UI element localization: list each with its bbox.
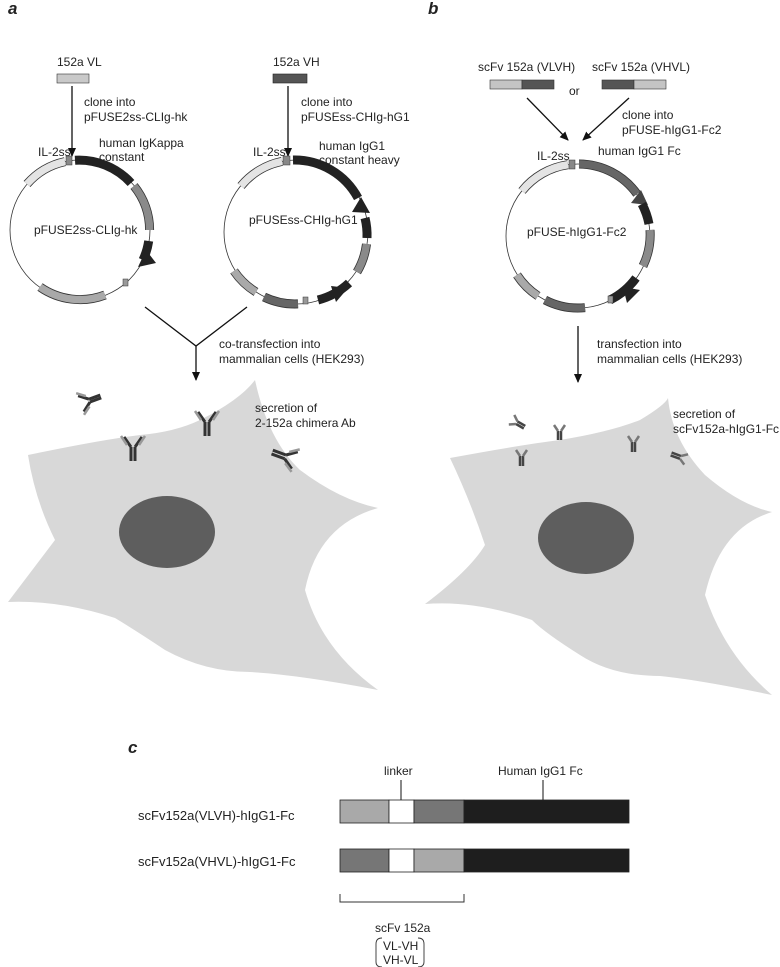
scfv-vhvl: VH-VL — [383, 953, 419, 967]
scfv-fc-b3 — [514, 449, 529, 466]
trans-line1: transfection into — [597, 337, 682, 351]
secretion-b-line1: secretion of — [673, 407, 736, 421]
scfv-vhvl-label: scFv 152a (VHVL) — [592, 60, 690, 74]
plasmid-right-name: pFUSEss-CHIg-hG1 — [249, 213, 358, 227]
kappa-line1: human IgKappa — [99, 136, 184, 150]
scfv-vlvh-vl — [489, 79, 523, 90]
construct-row2 — [339, 848, 630, 873]
antibody-a2 — [119, 435, 147, 461]
scfv-vlvh-vh — [521, 79, 555, 90]
igg1-line1: human IgG1 — [319, 139, 385, 153]
clone-b-line2: pFUSE-hIgG1-Fc2 — [622, 123, 722, 137]
il2ss-left: IL-2ss — [38, 145, 71, 159]
clone-left-line2: pFUSE2ss-CLIg-hk — [84, 110, 188, 124]
antibody-a3 — [193, 410, 221, 436]
linker-label: linker — [384, 764, 413, 778]
plasmid-b — [505, 159, 655, 313]
cotrans-line1: co-transfection into — [219, 337, 321, 351]
vl-gene-block — [56, 73, 90, 84]
antibody-a1 — [75, 392, 102, 416]
il2ss-right: IL-2ss — [253, 145, 286, 159]
scfv-fc-b5 — [670, 451, 689, 466]
scfv-vlvh: VL-VH — [383, 939, 418, 953]
igg1-line2: constant heavy — [319, 153, 400, 167]
secretion-a-line1: secretion of — [255, 401, 318, 415]
plasmid-right — [223, 155, 372, 309]
secretion-a-line2: 2-152a chimera Ab — [255, 416, 356, 430]
scfv-fc-b4 — [626, 435, 641, 452]
scfv-fc-b1 — [508, 414, 526, 430]
secretion-b-line2: scFv152a-hIgG1-Fc — [673, 422, 779, 436]
trans-line2: mammalian cells (HEK293) — [597, 352, 742, 366]
antibody-a4 — [270, 448, 301, 473]
panel-c-label: c — [128, 738, 138, 757]
vl-label: 152a VL — [57, 55, 102, 69]
construct-row1-label: scFv152a(VLVH)-hIgG1-Fc — [138, 808, 295, 823]
scfv-bracket — [339, 894, 465, 903]
il2ss-b: IL-2ss — [537, 149, 570, 163]
scfv-paren-left — [375, 937, 383, 967]
nucleus-b — [538, 502, 634, 574]
clone-right-line1: clone into — [301, 95, 353, 109]
scfv-vlvh-label: scFv 152a (VLVH) — [478, 60, 575, 74]
fc-label: Human IgG1 Fc — [498, 764, 583, 778]
scfv-label: scFv 152a — [375, 921, 431, 935]
scfv-vhvl-vh — [601, 79, 635, 90]
plasmid-left — [9, 155, 156, 305]
plasmid-left-name: pFUSE2ss-CLIg-hk — [34, 223, 138, 237]
kappa-line2: constant — [99, 150, 145, 164]
panel-a-label: a — [8, 0, 17, 18]
scfv-fc-b2 — [552, 424, 567, 440]
scfv-paren-right — [417, 937, 425, 967]
plasmid-b-name: pFUSE-hIgG1-Fc2 — [527, 225, 627, 239]
nucleus-a — [119, 496, 215, 568]
construct-row2-label: scFv152a(VHVL)-hIgG1-Fc — [138, 854, 296, 869]
clone-left-line1: clone into — [84, 95, 136, 109]
clone-b-line1: clone into — [622, 108, 674, 122]
panel-b-label: b — [428, 0, 438, 18]
clone-arrow-b-right — [582, 97, 630, 141]
vh-label: 152a VH — [273, 55, 320, 69]
clone-arrow-b-left — [526, 97, 569, 141]
scfv-vhvl-vl — [633, 79, 667, 90]
construct-row1 — [339, 799, 630, 824]
or-label: or — [569, 84, 580, 98]
clone-right-line2: pFUSEss-CHIg-hG1 — [301, 110, 410, 124]
cotrans-line2: mammalian cells (HEK293) — [219, 352, 364, 366]
fc-b-label: human IgG1 Fc — [598, 144, 681, 158]
vh-gene-block — [272, 73, 308, 84]
